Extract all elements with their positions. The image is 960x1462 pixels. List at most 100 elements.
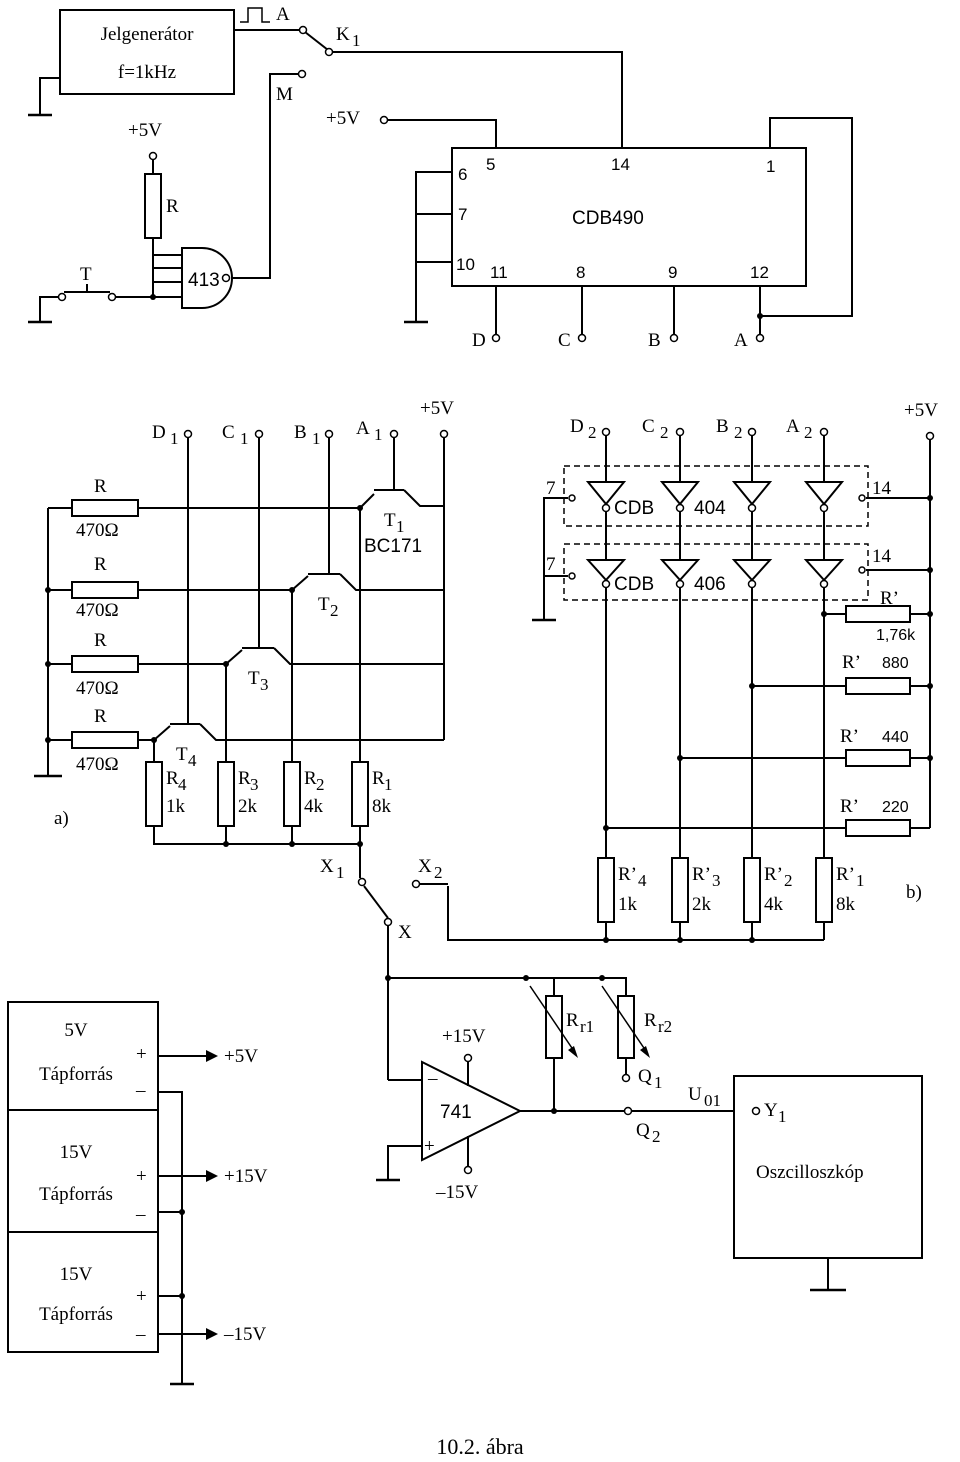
counter-ic-label: CDB490: [572, 208, 644, 229]
input-b1-label: B: [294, 422, 307, 443]
generator-title: Jelgenerátor: [101, 24, 195, 45]
svg-text:X: X: [320, 856, 334, 877]
base-resistor-3: [71, 655, 139, 673]
output-d-label: D: [472, 330, 486, 351]
svg-text:X: X: [398, 922, 412, 943]
svg-text:+15V: +15V: [224, 1166, 268, 1187]
counter-ic-cdb490: [451, 147, 807, 287]
switch-k-blade[interactable]: [304, 31, 329, 51]
svg-text:R: R: [644, 1010, 657, 1031]
svg-text:Tápforrás: Tápforrás: [39, 1304, 113, 1325]
transistor-t4: [153, 723, 444, 741]
oscilloscope-label: Oszcilloszkóp: [756, 1162, 864, 1183]
arrow-right-icon: [206, 1050, 218, 1062]
pull-resistor-1: [845, 605, 911, 623]
svg-text:Tápforrás: Tápforrás: [39, 1184, 113, 1205]
pin-10-label: 10: [456, 255, 475, 274]
svg-text:–: –: [135, 1324, 146, 1345]
svg-text:U: U: [688, 1084, 702, 1105]
svg-text:220: 220: [882, 799, 909, 816]
svg-text:1: 1: [654, 1073, 663, 1092]
svg-text:R: R: [166, 768, 179, 789]
svg-text:15V: 15V: [60, 1142, 93, 1163]
gate-label: 413: [188, 270, 220, 291]
output-a-label: A: [734, 330, 748, 351]
svg-text:15V: 15V: [60, 1264, 93, 1285]
svg-text:1: 1: [856, 871, 865, 890]
svg-text:5V: 5V: [64, 1020, 88, 1041]
pin-1-label: 1: [766, 157, 775, 176]
svg-text:R: R: [372, 768, 385, 789]
svg-text:1k: 1k: [166, 796, 186, 817]
switch-k-common: [324, 47, 334, 57]
emitter-resistor-r1: [351, 761, 369, 827]
svg-text:470Ω: 470Ω: [76, 520, 119, 541]
selector-switch-x: X 1 X 2 X: [320, 856, 448, 1080]
svg-text:R: R: [94, 554, 107, 575]
input-c2-label: C: [642, 416, 655, 437]
svg-text:4k: 4k: [764, 894, 784, 915]
output-c-label: C: [558, 330, 571, 351]
svg-text:Q: Q: [636, 1120, 650, 1141]
svg-text:T: T: [176, 744, 188, 765]
svg-text:404: 404: [694, 498, 726, 519]
svg-text:2k: 2k: [238, 796, 258, 817]
pin-8-label: 8: [576, 263, 585, 282]
transistor-t3: [225, 647, 444, 665]
svg-text:1: 1: [312, 429, 321, 448]
svg-text:R: R: [304, 768, 317, 789]
base-resistor-1: [71, 499, 139, 517]
svg-text:2: 2: [588, 423, 597, 442]
power-supply-15v-a: [7, 1109, 159, 1233]
svg-text:R’: R’: [842, 652, 861, 673]
svg-text:T: T: [318, 594, 330, 615]
svg-text:–15V: –15V: [223, 1324, 267, 1345]
pin-6-label: 6: [458, 165, 467, 184]
svg-text:+5V: +5V: [224, 1046, 258, 1067]
svg-text:741: 741: [440, 1102, 472, 1123]
gate-output-bubble: [221, 273, 231, 283]
svg-text:2: 2: [804, 423, 813, 442]
svg-text:8k: 8k: [836, 894, 856, 915]
selector-switch-blade[interactable]: [363, 885, 389, 919]
debounce-wire: [228, 73, 298, 279]
signal-a-label: A: [276, 4, 290, 25]
arrow-right-icon: [206, 1328, 218, 1340]
amplifier-section: R r1 R r2 Q 1 741 – + +15V –15V Q 2 U 01: [376, 975, 752, 1203]
svg-text:CDB: CDB: [614, 574, 654, 595]
svg-text:R’: R’: [764, 864, 783, 885]
svg-text:–15V: –15V: [435, 1182, 479, 1203]
svg-text:4: 4: [188, 751, 197, 770]
input-a2-label: A: [786, 416, 800, 437]
svg-text:4k: 4k: [304, 796, 324, 817]
power-supplies: 5V Tápforrás + – 15V Tápforrás + – 15V T…: [7, 1001, 268, 1386]
svg-text:470Ω: 470Ω: [76, 754, 119, 775]
svg-text:3: 3: [250, 775, 259, 794]
vcc-left-terminal: [148, 151, 158, 161]
switch-k-terminal-m: [297, 69, 307, 79]
square-wave-icon: [240, 7, 270, 23]
svg-text:R’: R’: [840, 726, 859, 747]
svg-text:R’: R’: [880, 588, 899, 609]
nand-gate-413: [181, 247, 233, 309]
svg-text:470Ω: 470Ω: [76, 600, 119, 621]
vcc-counter-label: +5V: [326, 108, 360, 129]
svg-text:4: 4: [638, 871, 647, 890]
output-b-label: B: [648, 330, 661, 351]
switch-k-sub: 1: [352, 31, 361, 50]
input-d2-label: D: [570, 416, 584, 437]
pin-14-label: 14: [611, 155, 630, 174]
inverter-icon: [659, 559, 701, 582]
emitter-resistor-r2: [283, 761, 301, 827]
svg-text:CDB: CDB: [614, 498, 654, 519]
svg-text:3: 3: [260, 675, 269, 694]
svg-text:1k: 1k: [618, 894, 638, 915]
pin-7-label: 7: [458, 205, 467, 224]
inverter-icon: [803, 481, 845, 506]
svg-text:+: +: [136, 1044, 147, 1065]
clock-wire: [332, 51, 623, 148]
pull-resistor-3: [845, 749, 911, 767]
svg-text:1: 1: [336, 863, 345, 882]
input-d1-label: D: [152, 422, 166, 443]
switch-k-terminal-a: [298, 25, 308, 35]
